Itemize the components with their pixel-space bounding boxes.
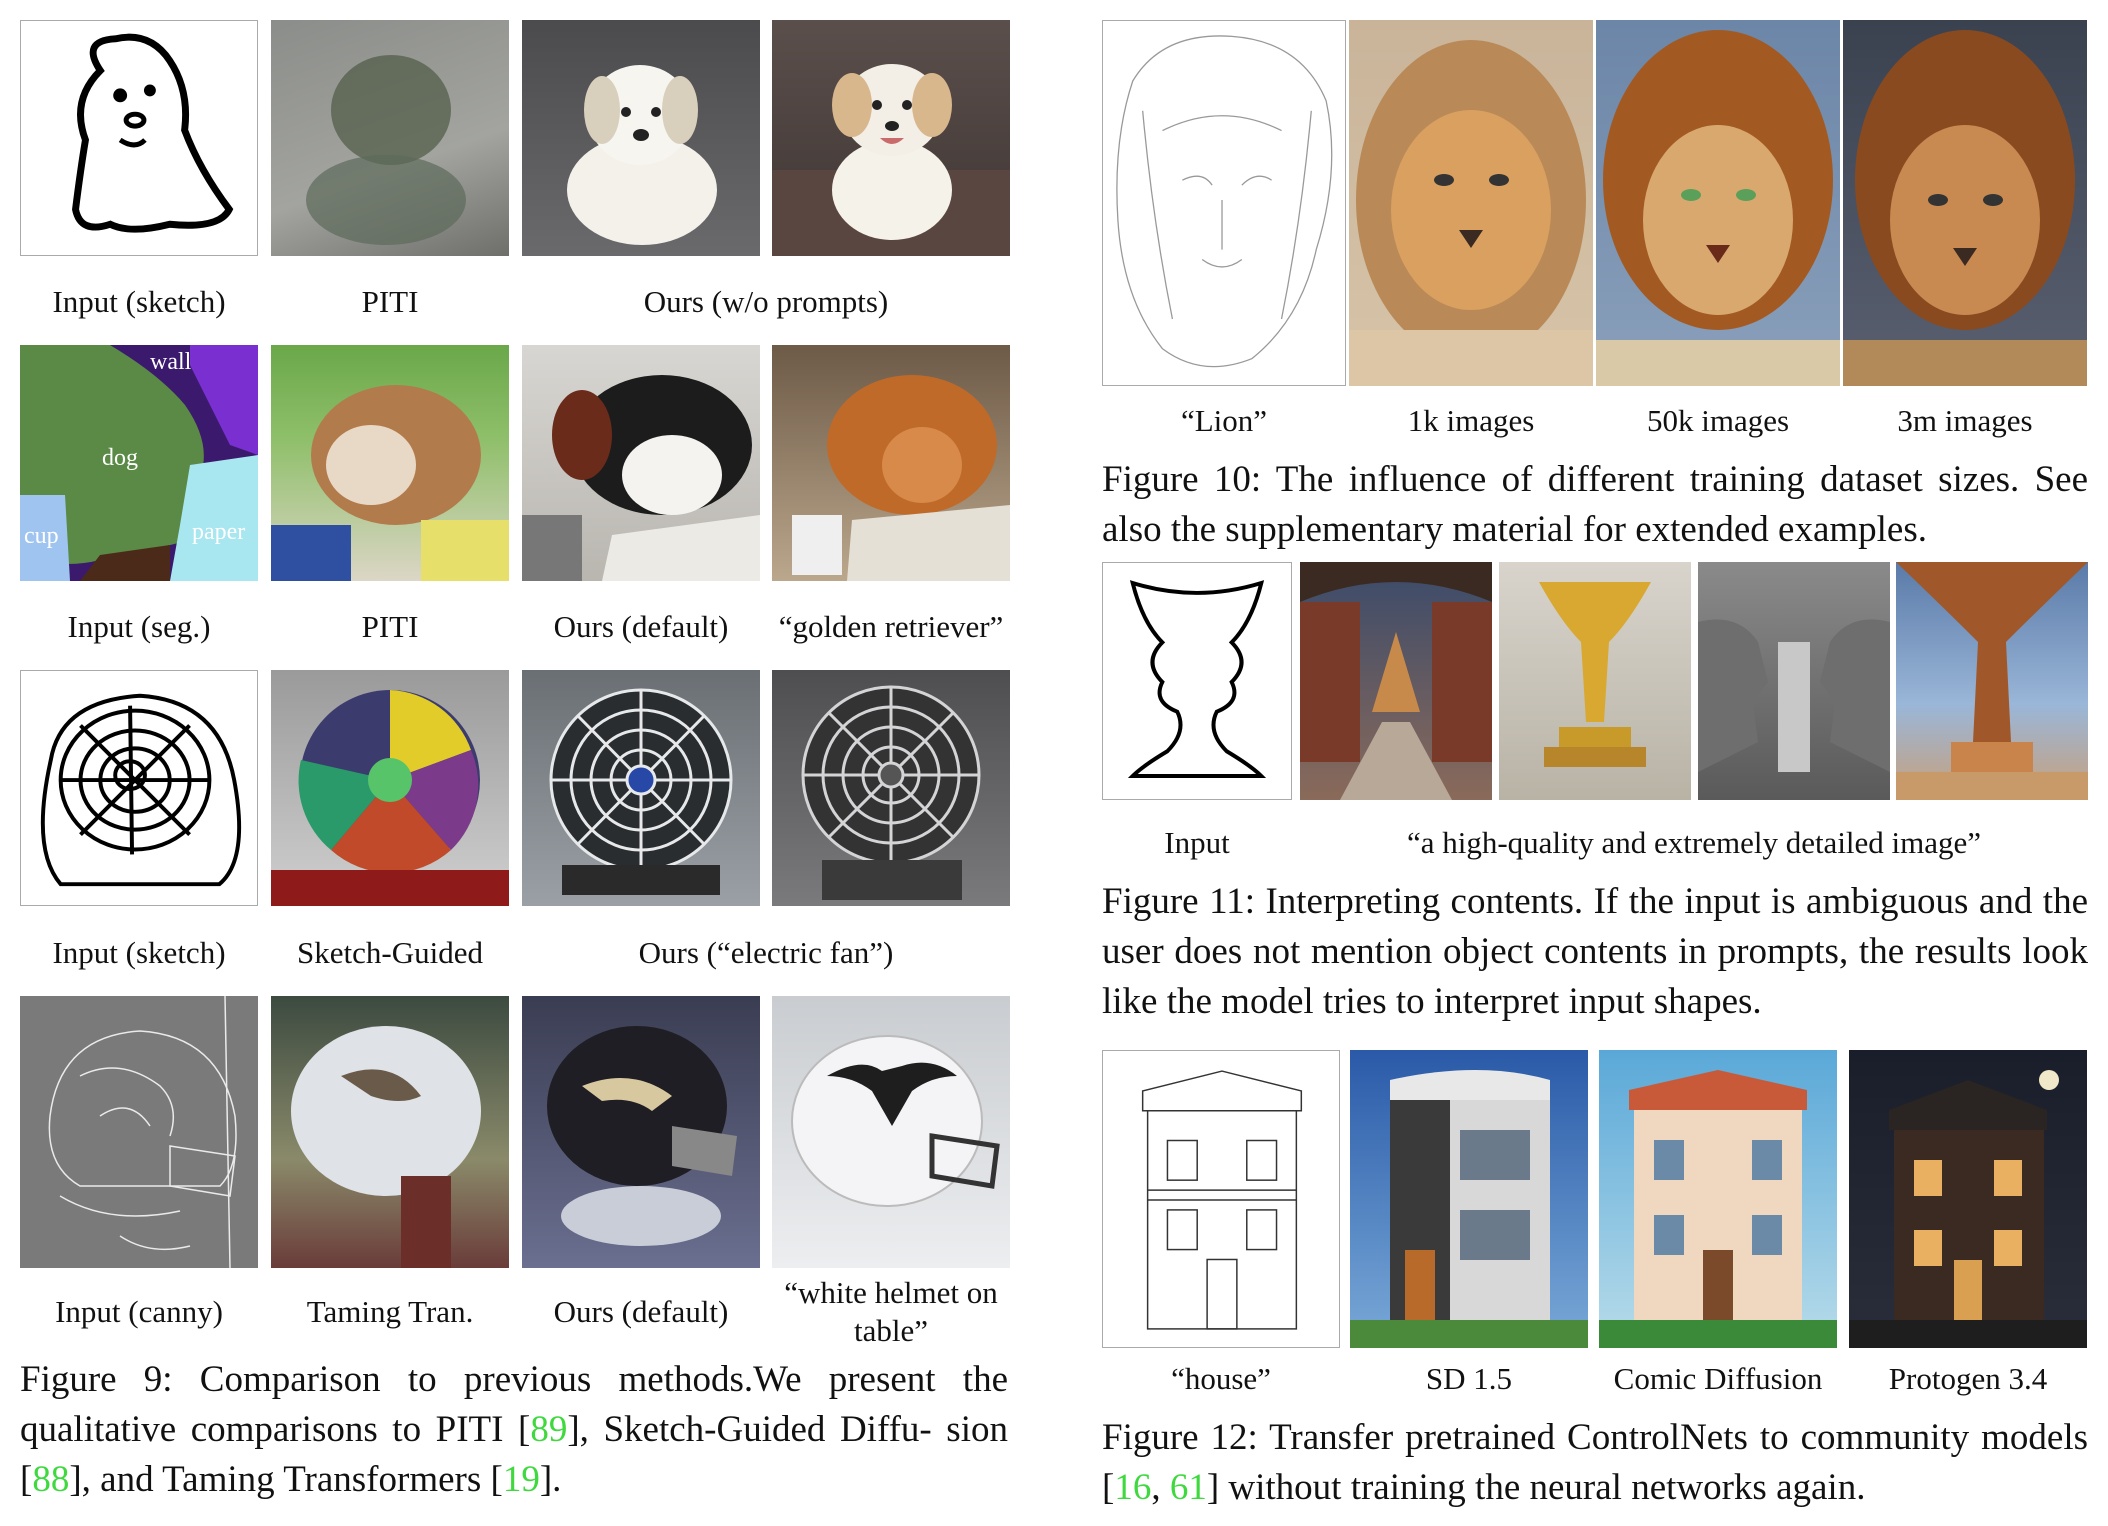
lion-50k-image [1596, 20, 1840, 386]
bulldog-on-cushion-image [271, 345, 509, 581]
dog-black-white-newspaper-image [522, 345, 760, 581]
night-house-image [1849, 1050, 2087, 1348]
golden-retriever-newspaper-image [772, 345, 1010, 581]
puppy-white-sitting-image [522, 20, 760, 256]
label-high-quality-prompt: “a high-quality and extremely detailed i… [1406, 825, 1982, 860]
vase-faces-outline-image [1102, 562, 1292, 800]
puppy-white-smiling-image [772, 20, 1010, 256]
label-sketch-guided: Sketch-Guided [297, 935, 483, 970]
label-piti-2: PITI [361, 609, 419, 644]
seg-label-wall: wall [150, 349, 192, 375]
figure-12-caption: Figure 12: Transfer pretrained ControlNe… [1102, 1417, 2088, 1508]
stone-faces-image [1698, 562, 1890, 800]
modern-house-image [1350, 1050, 1588, 1348]
label-input-seg: Input (seg.) [67, 609, 211, 644]
label-input-canny: Input (canny) [55, 1294, 223, 1329]
label-1k-images: 1k images [1407, 403, 1535, 438]
label-ours-no-prompts: Ours (w/o prompts) [643, 284, 889, 319]
citation-link[interactable]: 88 [32, 1459, 70, 1500]
label-protogen-34: Protogen 3.4 [1888, 1361, 2048, 1396]
label-house-prompt: “house” [1171, 1361, 1271, 1396]
citation-link[interactable]: 16 [1114, 1467, 1152, 1508]
label-golden-retriever: “golden retriever” [778, 609, 1004, 644]
label-comic-diffusion: Comic Diffusion [1613, 1361, 1823, 1396]
white-helmet-longhorn-image [772, 996, 1010, 1268]
house-sketch-image [1102, 1050, 1340, 1348]
label-input-sketch: Input (sketch) [52, 284, 226, 319]
golden-trophy-image [1499, 562, 1691, 800]
helmet-canny-edges-image [20, 996, 258, 1268]
segmentation-map-image: wall dog cup paper [20, 345, 258, 581]
label-taming-tran: Taming Tran. [306, 1294, 474, 1329]
label-piti: PITI [361, 284, 419, 319]
figure-10-caption: Figure 10: The influence of different tr… [1102, 459, 2088, 550]
label-white-helmet: “white helmet on table” [784, 1275, 998, 1348]
glass-helmet-image [271, 996, 509, 1268]
dog-sketch-image [20, 20, 258, 256]
electric-fan-grey-image [772, 670, 1010, 906]
lion-1k-image [1349, 20, 1593, 386]
seg-label-dog: dog [102, 445, 138, 471]
rock-pillar-image [1896, 562, 2088, 800]
lion-edge-map-image [1102, 20, 1346, 386]
label-sd-15: SD 1.5 [1425, 1361, 1513, 1396]
label-lion-prompt: “Lion” [1180, 403, 1268, 438]
figure-11-caption: Figure 11: Interpreting contents. If the… [1102, 881, 2088, 1022]
colorful-fan-image [271, 670, 509, 906]
seg-label-cup: cup [24, 523, 59, 549]
label-ours-electric-fan: Ours (“electric fan”) [638, 935, 894, 970]
label-3m-images: 3m images [1897, 403, 2033, 438]
piti-dog-blur-image [271, 20, 509, 256]
comic-house-image [1599, 1050, 1837, 1348]
citation-link[interactable]: 19 [502, 1459, 540, 1500]
dark-helmet-image [522, 996, 760, 1268]
temple-corridor-image [1300, 562, 1492, 800]
lion-3m-image [1843, 20, 2087, 386]
fan-sketch-image [20, 670, 258, 906]
figure-9-caption: Figure 9: Comparison to previous methods… [20, 1359, 1008, 1500]
citation-link[interactable]: 61 [1169, 1467, 1207, 1508]
electric-fan-metal-image [522, 670, 760, 906]
label-50k-images: 50k images [1646, 403, 1790, 438]
label-input-sketch-2: Input (sketch) [52, 935, 226, 970]
seg-label-paper: paper [192, 519, 246, 545]
label-ours-default-2: Ours (default) [553, 1294, 729, 1329]
label-input: Input [1164, 825, 1230, 860]
citation-link[interactable]: 89 [530, 1409, 568, 1450]
label-ours-default: Ours (default) [553, 609, 729, 644]
